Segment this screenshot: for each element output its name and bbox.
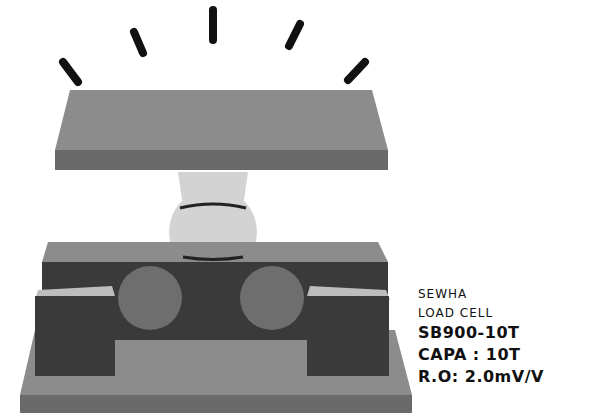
spec-label: SB900-10T [418,325,519,341]
spec-label: R.O: 2.0mV/V [418,369,544,385]
strain-hole [118,266,182,330]
top-plate [55,90,388,170]
mount-bracket [35,286,115,376]
spec-label: CAPA : 10T [418,347,520,363]
load-rays [63,10,365,82]
spec-label: SEWHA [418,288,467,300]
mount-bracket [307,286,390,376]
strain-hole [240,266,304,330]
spec-label: LOAD CELL [418,307,493,319]
beam-top [42,242,388,262]
